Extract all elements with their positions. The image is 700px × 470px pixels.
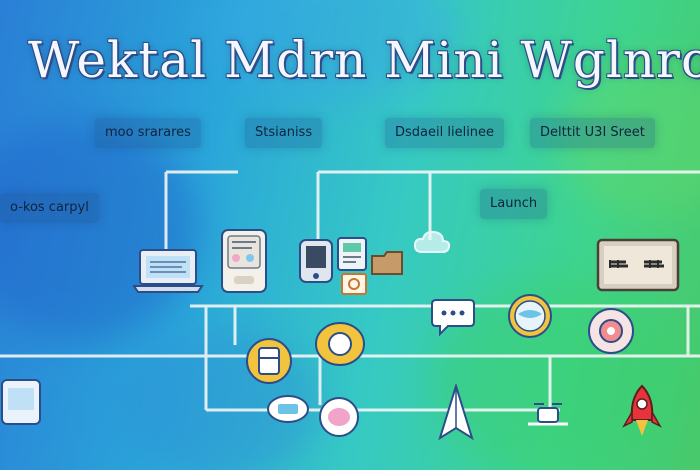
cloud-icon <box>412 228 452 260</box>
dashboard-icon <box>336 236 368 276</box>
phone-icon <box>220 228 268 298</box>
smartphone-icon <box>244 336 294 390</box>
brain-icon <box>318 396 360 442</box>
monitor-panel-icon <box>596 238 680 296</box>
devices-icon <box>296 236 336 290</box>
globe-icon <box>506 292 554 344</box>
label-e: o-kos carpyl <box>0 193 99 223</box>
rocket-icon <box>622 384 662 446</box>
laptop-icon <box>132 248 204 298</box>
diagram-title: Wektal Mdrn Mini Wglnroe <box>28 31 700 89</box>
label-launch: Launch <box>480 189 548 219</box>
label-a: moo srarares <box>95 118 201 148</box>
label-d: Delttit U3I Sreet <box>530 118 655 148</box>
drone-icon <box>524 394 572 436</box>
gear-icon <box>586 306 636 360</box>
folder-icon <box>370 250 404 280</box>
document-icon <box>340 272 368 300</box>
chat-icon <box>430 296 476 340</box>
label-c: Dsdaeil lielinee <box>385 118 505 148</box>
tablet-icon <box>0 378 42 430</box>
label-b: Stsianiss <box>245 118 323 148</box>
paper-plane-icon <box>436 382 476 444</box>
tag-icon <box>266 394 310 428</box>
settings-badge-icon <box>314 320 366 372</box>
